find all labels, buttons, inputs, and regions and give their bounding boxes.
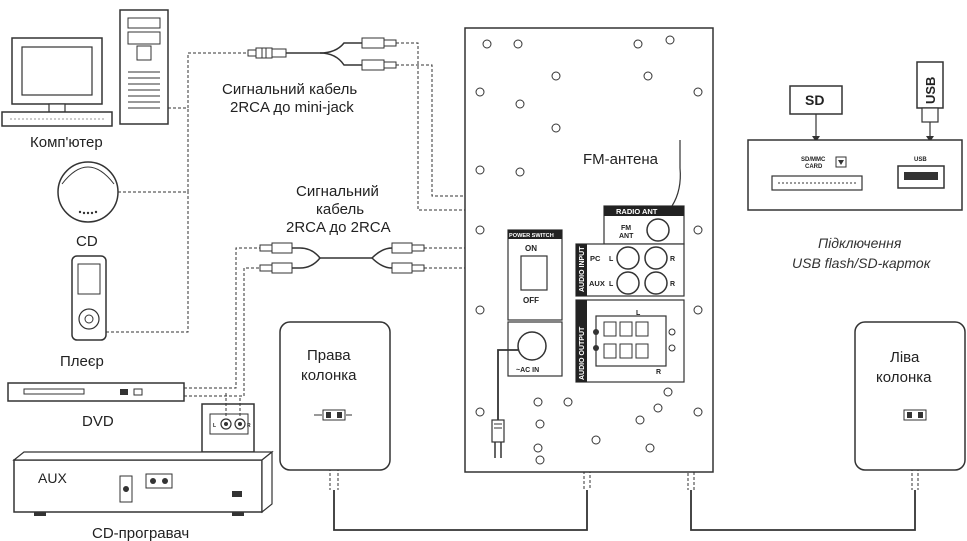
output-l-label: L — [636, 310, 641, 317]
sd-card-label: SD — [805, 92, 824, 108]
dvd-player-icon — [7, 382, 185, 402]
usb-sd-port-panel — [747, 139, 963, 211]
audio-input-panel — [575, 243, 685, 297]
rca-cable-label-2: кабель — [316, 201, 364, 218]
cd-player-aux-label: AUX — [38, 470, 67, 486]
pc-l-label: L — [609, 256, 614, 263]
power-switch[interactable] — [507, 229, 563, 321]
left-speaker-label-1: Ліва — [890, 349, 920, 366]
ac-in-label: ~AC IN — [516, 367, 539, 374]
pc-r-label: R — [670, 256, 675, 263]
player-label: Плеєр — [60, 353, 104, 370]
rca-cable-label-1: Сигнальний — [296, 183, 379, 200]
ac-in-socket — [507, 321, 563, 377]
usb-stick-label: USB — [923, 77, 938, 104]
audio-output-label: AUDIO OUTPUT — [579, 326, 586, 380]
output-r-label: R — [656, 369, 661, 376]
power-off-label: OFF — [523, 296, 539, 305]
computer-label: Комп'ютер — [30, 134, 103, 151]
rca-cable-label-3: 2RCA до 2RCA — [286, 219, 391, 236]
speaker-cables — [333, 490, 916, 531]
fm-antenna-wire — [671, 140, 681, 207]
right-speaker-label-2: колонка — [301, 367, 357, 384]
audio-output-panel — [575, 299, 685, 383]
radio-ant-jack — [603, 205, 685, 245]
sdmmc-label-1: SD/MMC — [801, 157, 826, 163]
left-speaker-icon — [854, 321, 966, 471]
sdmmc-label-2: CARD — [805, 164, 823, 170]
aux-input-label: AUX — [589, 279, 605, 288]
cd-label: CD — [76, 233, 98, 250]
rca-cable-icon — [259, 242, 425, 274]
usb-port-label: USB — [914, 157, 927, 163]
cd-disc-icon — [57, 161, 119, 223]
aux-r-label: R — [670, 281, 675, 288]
usb-caption-1: Підключення — [818, 235, 902, 251]
sd-card-icon — [789, 85, 843, 142]
cd-player-icon — [12, 450, 274, 516]
power-plug-icon — [491, 349, 518, 458]
power-on-label: ON — [525, 244, 537, 253]
usb-caption-2: USB flash/SD-карток — [792, 255, 932, 271]
computer-icon — [1, 9, 169, 127]
fm-antenna-label: FM-антена — [583, 151, 659, 168]
left-speaker-label-2: колонка — [876, 369, 932, 386]
usb-stick-icon — [916, 61, 944, 142]
cd-player-jack-r: R — [247, 423, 251, 429]
right-speaker-icon — [279, 321, 391, 471]
radio-ant-label: RADIO ANT — [616, 207, 658, 216]
cd-player-jack-panel — [201, 403, 255, 453]
aux-l-label: L — [609, 281, 614, 288]
pc-input-label: PC — [590, 254, 601, 263]
cd-player-label: CD-програвач — [92, 525, 189, 541]
dvd-label: DVD — [82, 413, 114, 430]
power-switch-label: POWER SWITCH — [509, 233, 554, 239]
minijack-cable-label-2: 2RCA до mini-jack — [230, 99, 354, 116]
audio-input-label: AUDIO INPUT — [579, 246, 586, 292]
right-speaker-label-1: Права — [307, 347, 351, 364]
ant-label: ANT — [619, 233, 634, 240]
minijack-cable-icon — [247, 37, 397, 71]
media-player-icon — [71, 255, 107, 341]
cd-player-jack-l: L — [213, 423, 216, 429]
minijack-cable-label-1: Сигнальний кабель — [222, 81, 357, 98]
fm-label: FM — [621, 225, 631, 232]
